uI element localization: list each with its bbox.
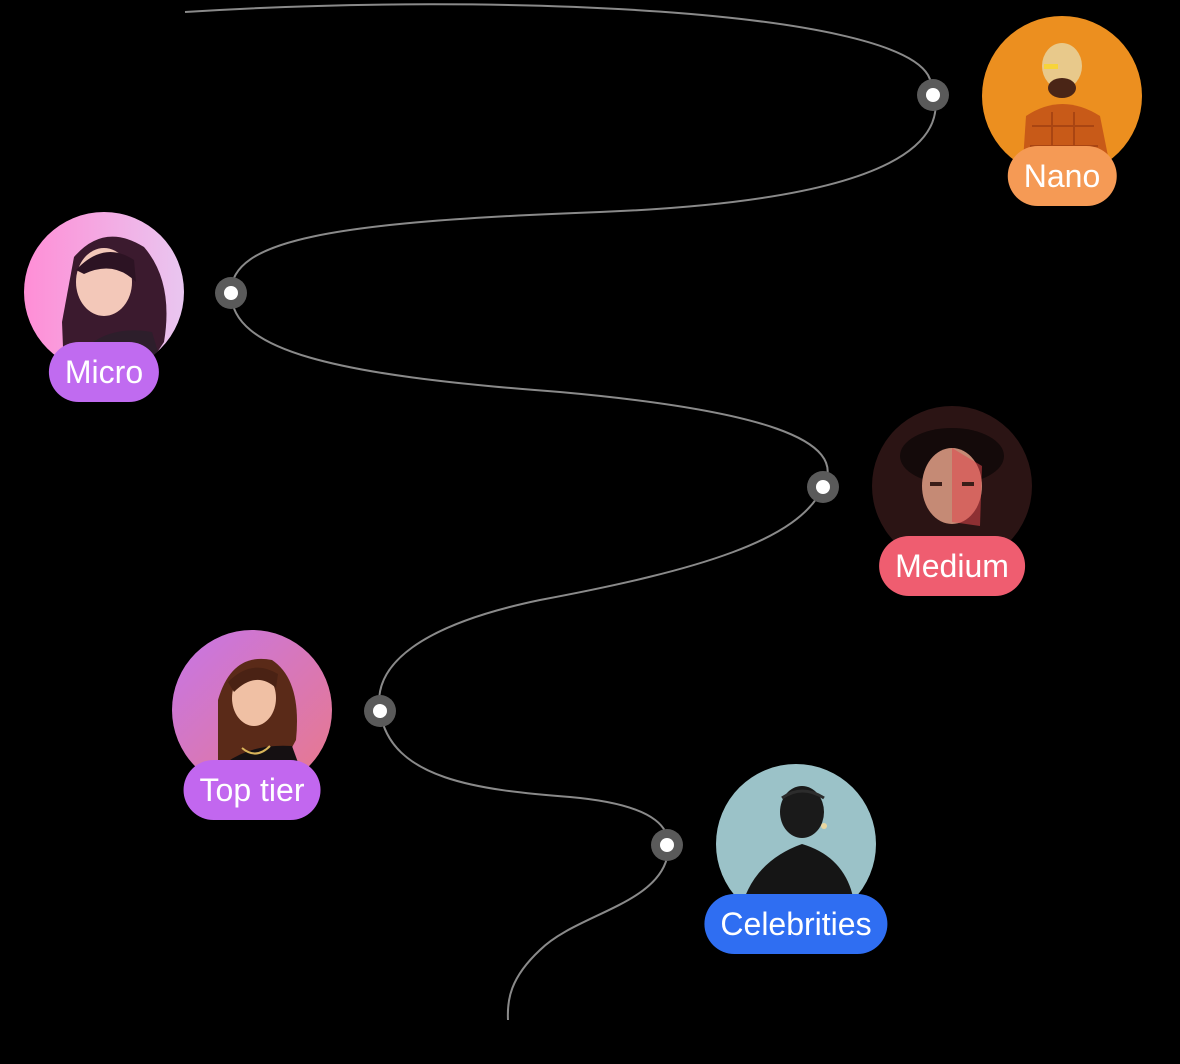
- node-micro[interactable]: [215, 277, 247, 309]
- avatar-micro: [24, 212, 184, 372]
- label-nano: Nano: [1007, 146, 1117, 206]
- tier-celebrities[interactable]: Celebrities: [704, 764, 888, 959]
- curve-line: [184, 3, 937, 1021]
- node-top-tier[interactable]: [364, 695, 396, 727]
- node-celebrities[interactable]: [651, 829, 683, 861]
- tier-top-tier[interactable]: Top tier: [172, 630, 332, 825]
- node-medium[interactable]: [807, 471, 839, 503]
- label-micro: Micro: [48, 342, 160, 402]
- node-nano[interactable]: [917, 79, 949, 111]
- label-celebrities: Celebrities: [704, 894, 888, 954]
- tier-medium[interactable]: Medium: [872, 406, 1032, 601]
- label-top-tier: Top tier: [183, 760, 321, 820]
- label-medium: Medium: [879, 536, 1025, 596]
- tier-micro[interactable]: Micro: [24, 212, 184, 407]
- tier-nano[interactable]: Nano: [982, 16, 1142, 211]
